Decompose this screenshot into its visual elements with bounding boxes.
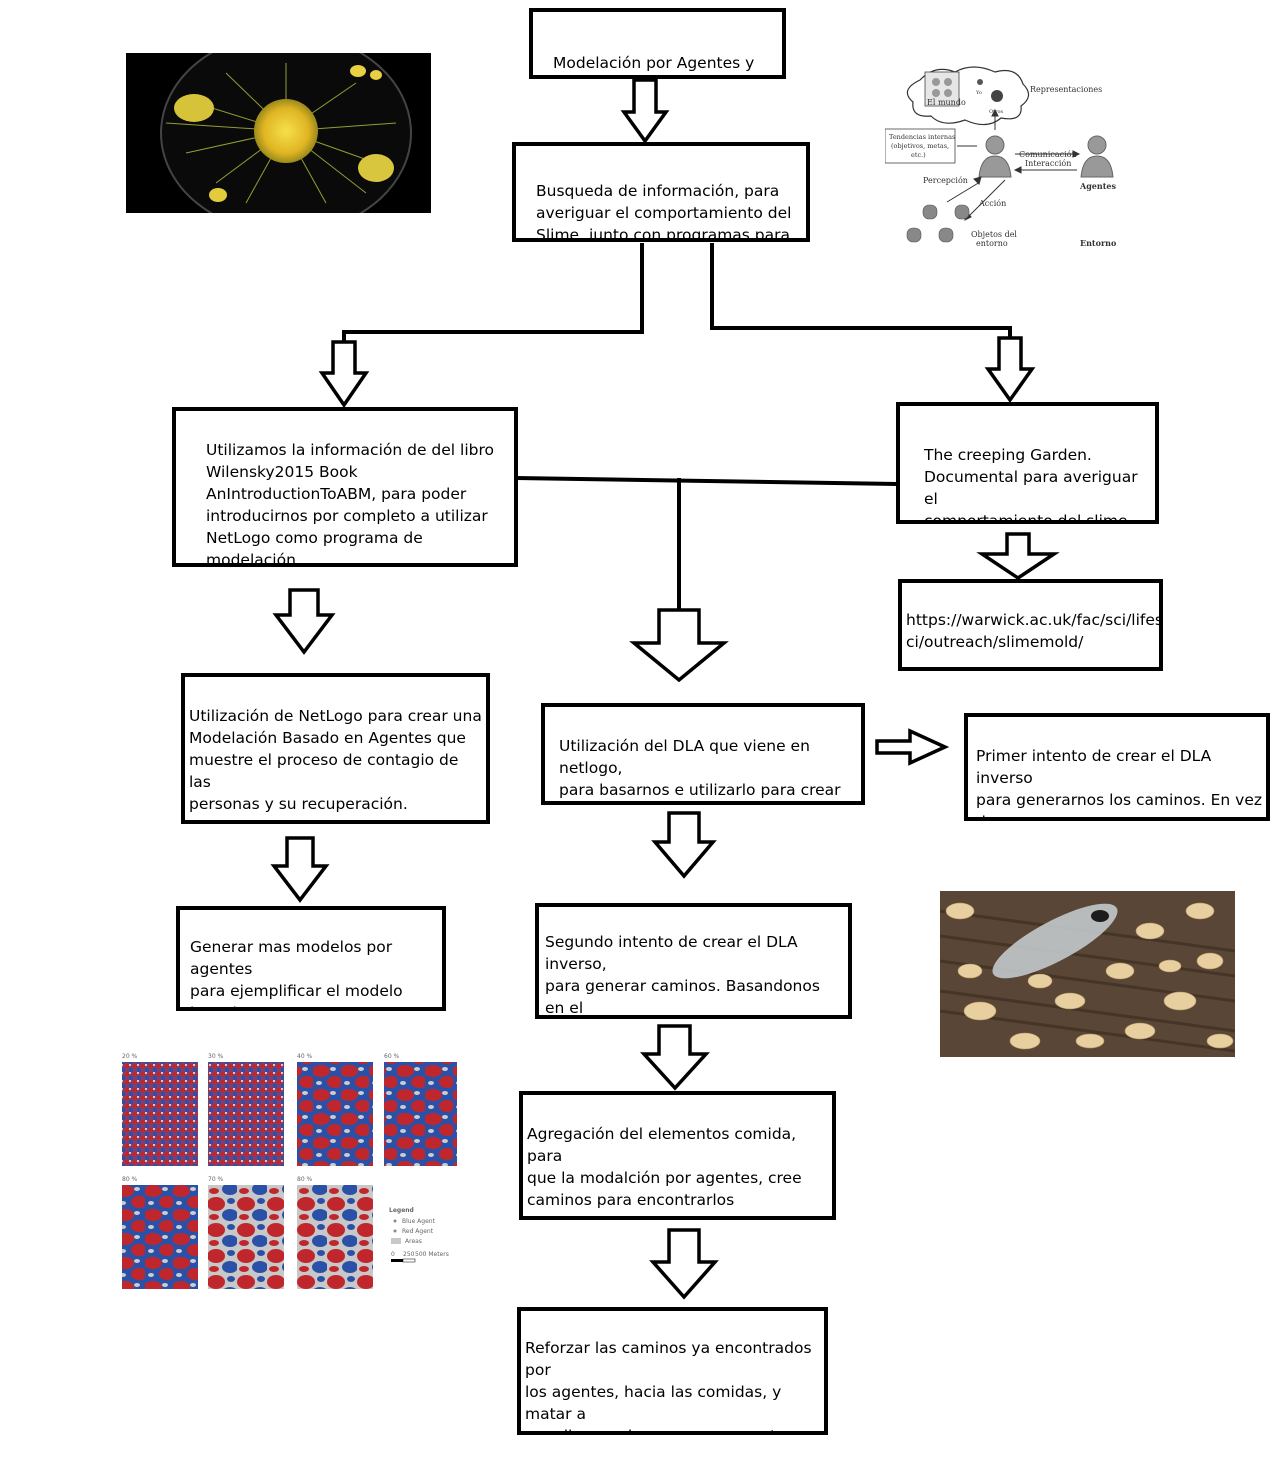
- world-label: El mundo: [927, 98, 966, 107]
- arrow-down-more-models: [270, 836, 330, 903]
- simulation-panel: [297, 1185, 373, 1289]
- book-text: Utilizamos la información de del libro W…: [206, 441, 494, 567]
- objetos-label-2: entorno: [976, 239, 1008, 248]
- yo-label: Yo: [975, 90, 982, 96]
- reinforce-text: Reforzar las caminos ya encontrados por …: [525, 1339, 817, 1431]
- arrow-down-book: [318, 340, 370, 409]
- segregation-model-panels: 20 % 30 % 40 % 60 % 80 % 70 % 80 % Legend Blue…: [117, 1040, 457, 1293]
- panel-label: 30 %: [208, 1053, 224, 1060]
- panel-label: 40 %: [297, 1053, 313, 1060]
- legend-title: Legend: [389, 1207, 414, 1214]
- netlogo-text: Utilización de NetLogo para crear una Mo…: [189, 707, 482, 813]
- dla-text: Utilización del DLA que viene en netlogo…: [559, 737, 841, 799]
- scale-250: 250: [403, 1251, 415, 1258]
- panel-label: 20 %: [122, 1053, 138, 1060]
- interaccion-label: Interacción: [1025, 159, 1071, 168]
- reinforce-box: Reforzar las caminos ya encontrados por …: [517, 1307, 828, 1435]
- arrow-right-first-try: [875, 728, 950, 766]
- comunicacion-label: Comunicación: [1019, 150, 1077, 159]
- arrow-down-netlogo: [272, 588, 336, 655]
- food-text: Agregación del elementos comida, para qu…: [527, 1125, 802, 1209]
- connector-book-to-garden: [515, 476, 898, 486]
- arrow-down-food: [640, 1024, 710, 1091]
- slime-mould-photo: [126, 53, 431, 213]
- food-box: Agregación del elementos comida, para qu…: [519, 1091, 836, 1220]
- simulation-panel: [122, 1185, 198, 1289]
- dla-box: Utilización del DLA que viene en netlogo…: [541, 703, 865, 805]
- book-box: Utilizamos la información de del libro W…: [172, 407, 518, 567]
- netlogo-box: Utilización de NetLogo para crear una Mo…: [181, 673, 490, 824]
- connector-search-to-garden: [710, 243, 1012, 338]
- legend-red: Red Agent: [402, 1228, 434, 1235]
- representaciones-label: Representaciones: [1030, 85, 1102, 94]
- agent-model-diagram: El mundo Yo Otros Representaciones Tende…: [885, 62, 1125, 252]
- entorno-label: Entorno: [1080, 238, 1117, 248]
- tendencias-line-1: Tendencias internas: [889, 133, 955, 141]
- panel-label: 60 %: [384, 1053, 400, 1060]
- tendencias-line-2: (objetivos, metas,: [891, 142, 949, 150]
- first-try-box: Primer intento de crear el DLA inverso p…: [964, 713, 1270, 821]
- simulation-panel: [384, 1062, 457, 1166]
- title-box: Modelación por Agentes y el Slime Mould: [529, 8, 786, 79]
- more-models-box: Generar mas modelos por agentes para eje…: [176, 906, 446, 1011]
- arrow-down-title: [620, 78, 670, 144]
- first-try-text: Primer intento de crear el DLA inverso p…: [976, 747, 1262, 817]
- more-models-text: Generar mas modelos por agentes para eje…: [190, 938, 403, 1007]
- panel-label: 80 %: [297, 1176, 313, 1183]
- connector-search-to-book: [342, 243, 644, 342]
- garden-box: The creeping Garden. Documental para ave…: [896, 402, 1159, 524]
- garden-text: The creeping Garden. Documental para ave…: [924, 446, 1138, 524]
- legend-blue: Blue Agent: [402, 1218, 436, 1225]
- tendencias-line-3: etc.): [911, 151, 926, 159]
- agentes-label: Agentes: [1079, 181, 1116, 191]
- arrow-down-reinforce: [649, 1228, 719, 1300]
- second-try-box: Segundo intento de crear el DLA inverso,…: [535, 903, 852, 1019]
- arrow-down-garden: [984, 336, 1036, 404]
- search-box: Busqueda de información, para averiguar …: [512, 142, 810, 242]
- simulation-panel: [208, 1185, 284, 1289]
- arrow-down-dla: [629, 608, 729, 683]
- panel-label: 70 %: [208, 1176, 224, 1183]
- simulation-panel: [297, 1062, 373, 1166]
- objetos-label-1: Objetos del: [971, 230, 1017, 239]
- warwick-box: https://warwick.ac.uk/fac/sci/lifes ci/o…: [898, 579, 1163, 671]
- search-text: Busqueda de información, para averiguar …: [536, 182, 792, 242]
- title-text: Modelación por Agentes y el Slime Mould: [553, 54, 755, 72]
- termites-photo: [940, 891, 1235, 1057]
- arrow-down-second-try: [651, 811, 717, 879]
- simulation-panel: [208, 1062, 284, 1166]
- legend-areas: Areas: [405, 1238, 422, 1245]
- simulation-panel: [122, 1062, 198, 1166]
- warwick-text: https://warwick.ac.uk/fac/sci/lifes ci/o…: [906, 611, 1163, 651]
- scale-0: 0: [391, 1251, 395, 1258]
- second-try-text: Segundo intento de crear el DLA inverso,…: [545, 933, 820, 1017]
- accion-label: Acción: [978, 199, 1006, 208]
- arrow-down-warwick: [976, 532, 1060, 581]
- panel-label: 80 %: [122, 1176, 138, 1183]
- scale-500: 500 Meters: [415, 1251, 449, 1258]
- percepcion-label: Percepción: [923, 176, 968, 185]
